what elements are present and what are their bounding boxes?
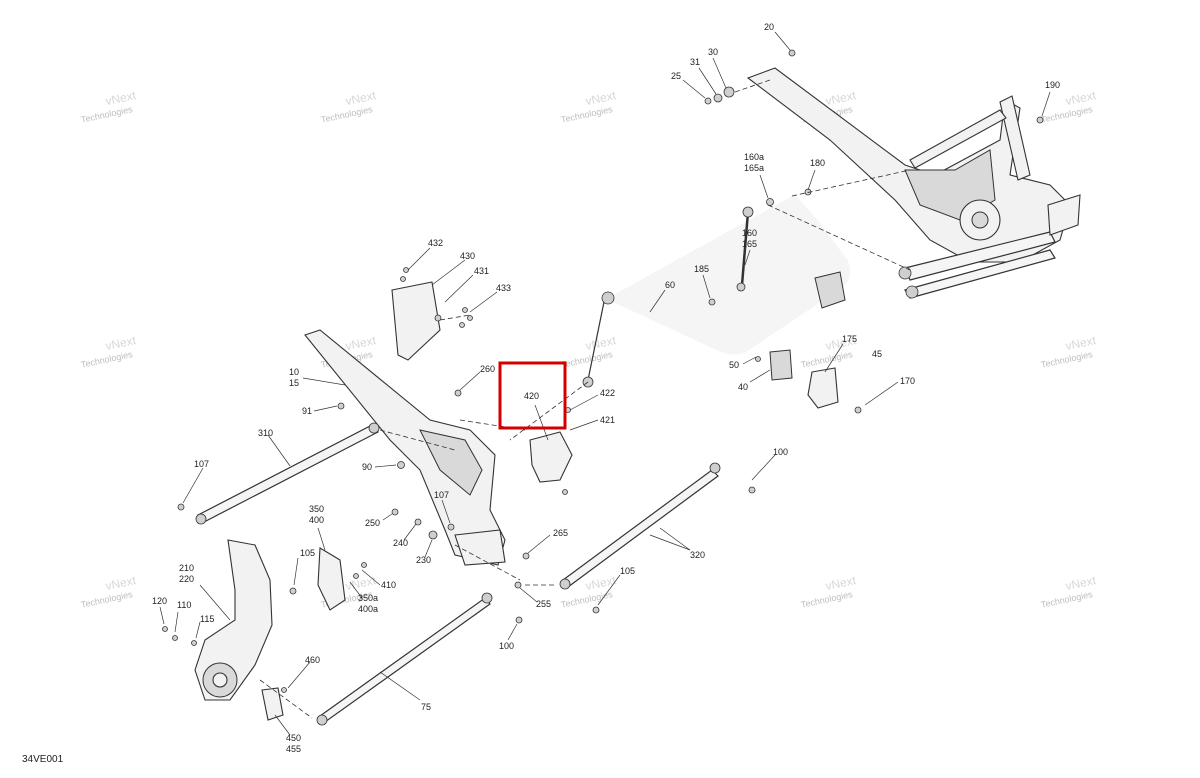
part-label[interactable]: 320 [690, 550, 705, 560]
highlight-box [498, 361, 567, 430]
part-label[interactable]: 30 [708, 47, 718, 57]
part-label[interactable]: 430 [460, 251, 475, 261]
part-label[interactable]: 433 [496, 283, 511, 293]
watermark-line1: vNext [104, 573, 138, 593]
part-label[interactable]: 31 [690, 57, 700, 67]
hub-knuckle [194, 539, 273, 701]
part-label[interactable]: 400a [358, 604, 378, 614]
part-label[interactable]: 45 [872, 349, 882, 359]
part-label[interactable]: 260 [480, 364, 495, 374]
part-label[interactable]: 165a [744, 163, 764, 173]
watermark-line1: vNext [344, 88, 378, 108]
link-rods [195, 422, 721, 726]
part-label[interactable]: 240 [393, 538, 408, 548]
sway-bar-link [708, 188, 812, 306]
part-label[interactable]: 91 [302, 406, 312, 416]
part-label[interactable]: 10 [289, 367, 299, 377]
rear-trailing-arm [746, 67, 1081, 299]
part-label[interactable]: 20 [764, 22, 774, 32]
part-label[interactable]: 107 [194, 459, 209, 469]
watermark-line1: vNext [1064, 333, 1098, 353]
leader-lines [159, 31, 1051, 736]
watermark-line1: vNext [824, 88, 858, 108]
watermark-line1: vNext [824, 573, 858, 593]
watermark-line1: vNext [104, 88, 138, 108]
part-label[interactable]: 450 [286, 733, 301, 743]
part-label[interactable]: 90 [362, 462, 372, 472]
watermark-line1: vNext [344, 573, 378, 593]
watermark-line1: vNext [584, 573, 618, 593]
part-label[interactable]: 60 [665, 280, 675, 290]
part-label[interactable]: 255 [536, 599, 551, 609]
part-label[interactable]: 100 [499, 641, 514, 651]
diagram-code: 34VE001 [22, 754, 64, 765]
watermark-line1: vNext [1064, 88, 1098, 108]
part-label[interactable]: 175 [842, 334, 857, 344]
part-label[interactable]: 180 [810, 158, 825, 168]
part-label[interactable]: 165 [742, 239, 757, 249]
watermark-line1: vNext [344, 333, 378, 353]
part-label[interactable]: 170 [900, 376, 915, 386]
watermark-line1: vNext [104, 333, 138, 353]
part-label[interactable]: 50 [729, 360, 739, 370]
part-label[interactable]: 420 [524, 391, 539, 401]
part-label[interactable]: 410 [381, 580, 396, 590]
part-label[interactable]: 107 [434, 490, 449, 500]
part-labels: 20 30 31 25 190 160a 165a 180 160 165 18… [152, 22, 1060, 754]
part-label[interactable]: 210 [179, 563, 194, 573]
part-label[interactable]: 432 [428, 238, 443, 248]
part-label[interactable]: 431 [474, 266, 489, 276]
mud-guard [391, 267, 473, 361]
part-label[interactable]: 250 [365, 518, 380, 528]
guard-420 [529, 407, 573, 495]
part-label[interactable]: 160a [744, 152, 764, 162]
hardware [162, 49, 1044, 693]
part-label[interactable]: 100 [773, 447, 788, 457]
part-label[interactable]: 455 [286, 744, 301, 754]
part-label[interactable]: 400 [309, 515, 324, 525]
watermark-line1: vNext [1064, 573, 1098, 593]
part-label[interactable]: 421 [600, 415, 615, 425]
sway-bar [582, 193, 850, 409]
part-label[interactable]: 105 [620, 566, 635, 576]
watermark-line1: vNext [584, 88, 618, 108]
watermark-line1: vNext [824, 333, 858, 353]
brackets [261, 547, 346, 721]
part-label[interactable]: 220 [179, 574, 194, 584]
part-label[interactable]: 15 [289, 378, 299, 388]
part-label[interactable]: 230 [416, 555, 431, 565]
front-trailing-arm [304, 329, 506, 566]
part-label[interactable]: 160 [742, 228, 757, 238]
part-label[interactable]: 185 [694, 264, 709, 274]
part-label[interactable]: 75 [421, 702, 431, 712]
assembly-lines [259, 79, 911, 719]
part-label[interactable]: 350 [309, 504, 324, 514]
part-label[interactable]: 120 [152, 596, 167, 606]
part-label[interactable]: 190 [1045, 80, 1060, 90]
part-label[interactable]: 422 [600, 388, 615, 398]
part-label[interactable]: 25 [671, 71, 681, 81]
part-label[interactable]: 110 [177, 600, 191, 610]
part-label[interactable]: 105 [300, 548, 315, 558]
part-label[interactable]: 115 [200, 614, 214, 624]
part-label[interactable]: 460 [305, 655, 320, 665]
watermark-line1: vNext [584, 333, 618, 353]
part-label[interactable]: 310 [258, 428, 273, 438]
part-label[interactable]: 350a [358, 593, 378, 603]
part-label[interactable]: 265 [553, 528, 568, 538]
part-label[interactable]: 40 [738, 382, 748, 392]
